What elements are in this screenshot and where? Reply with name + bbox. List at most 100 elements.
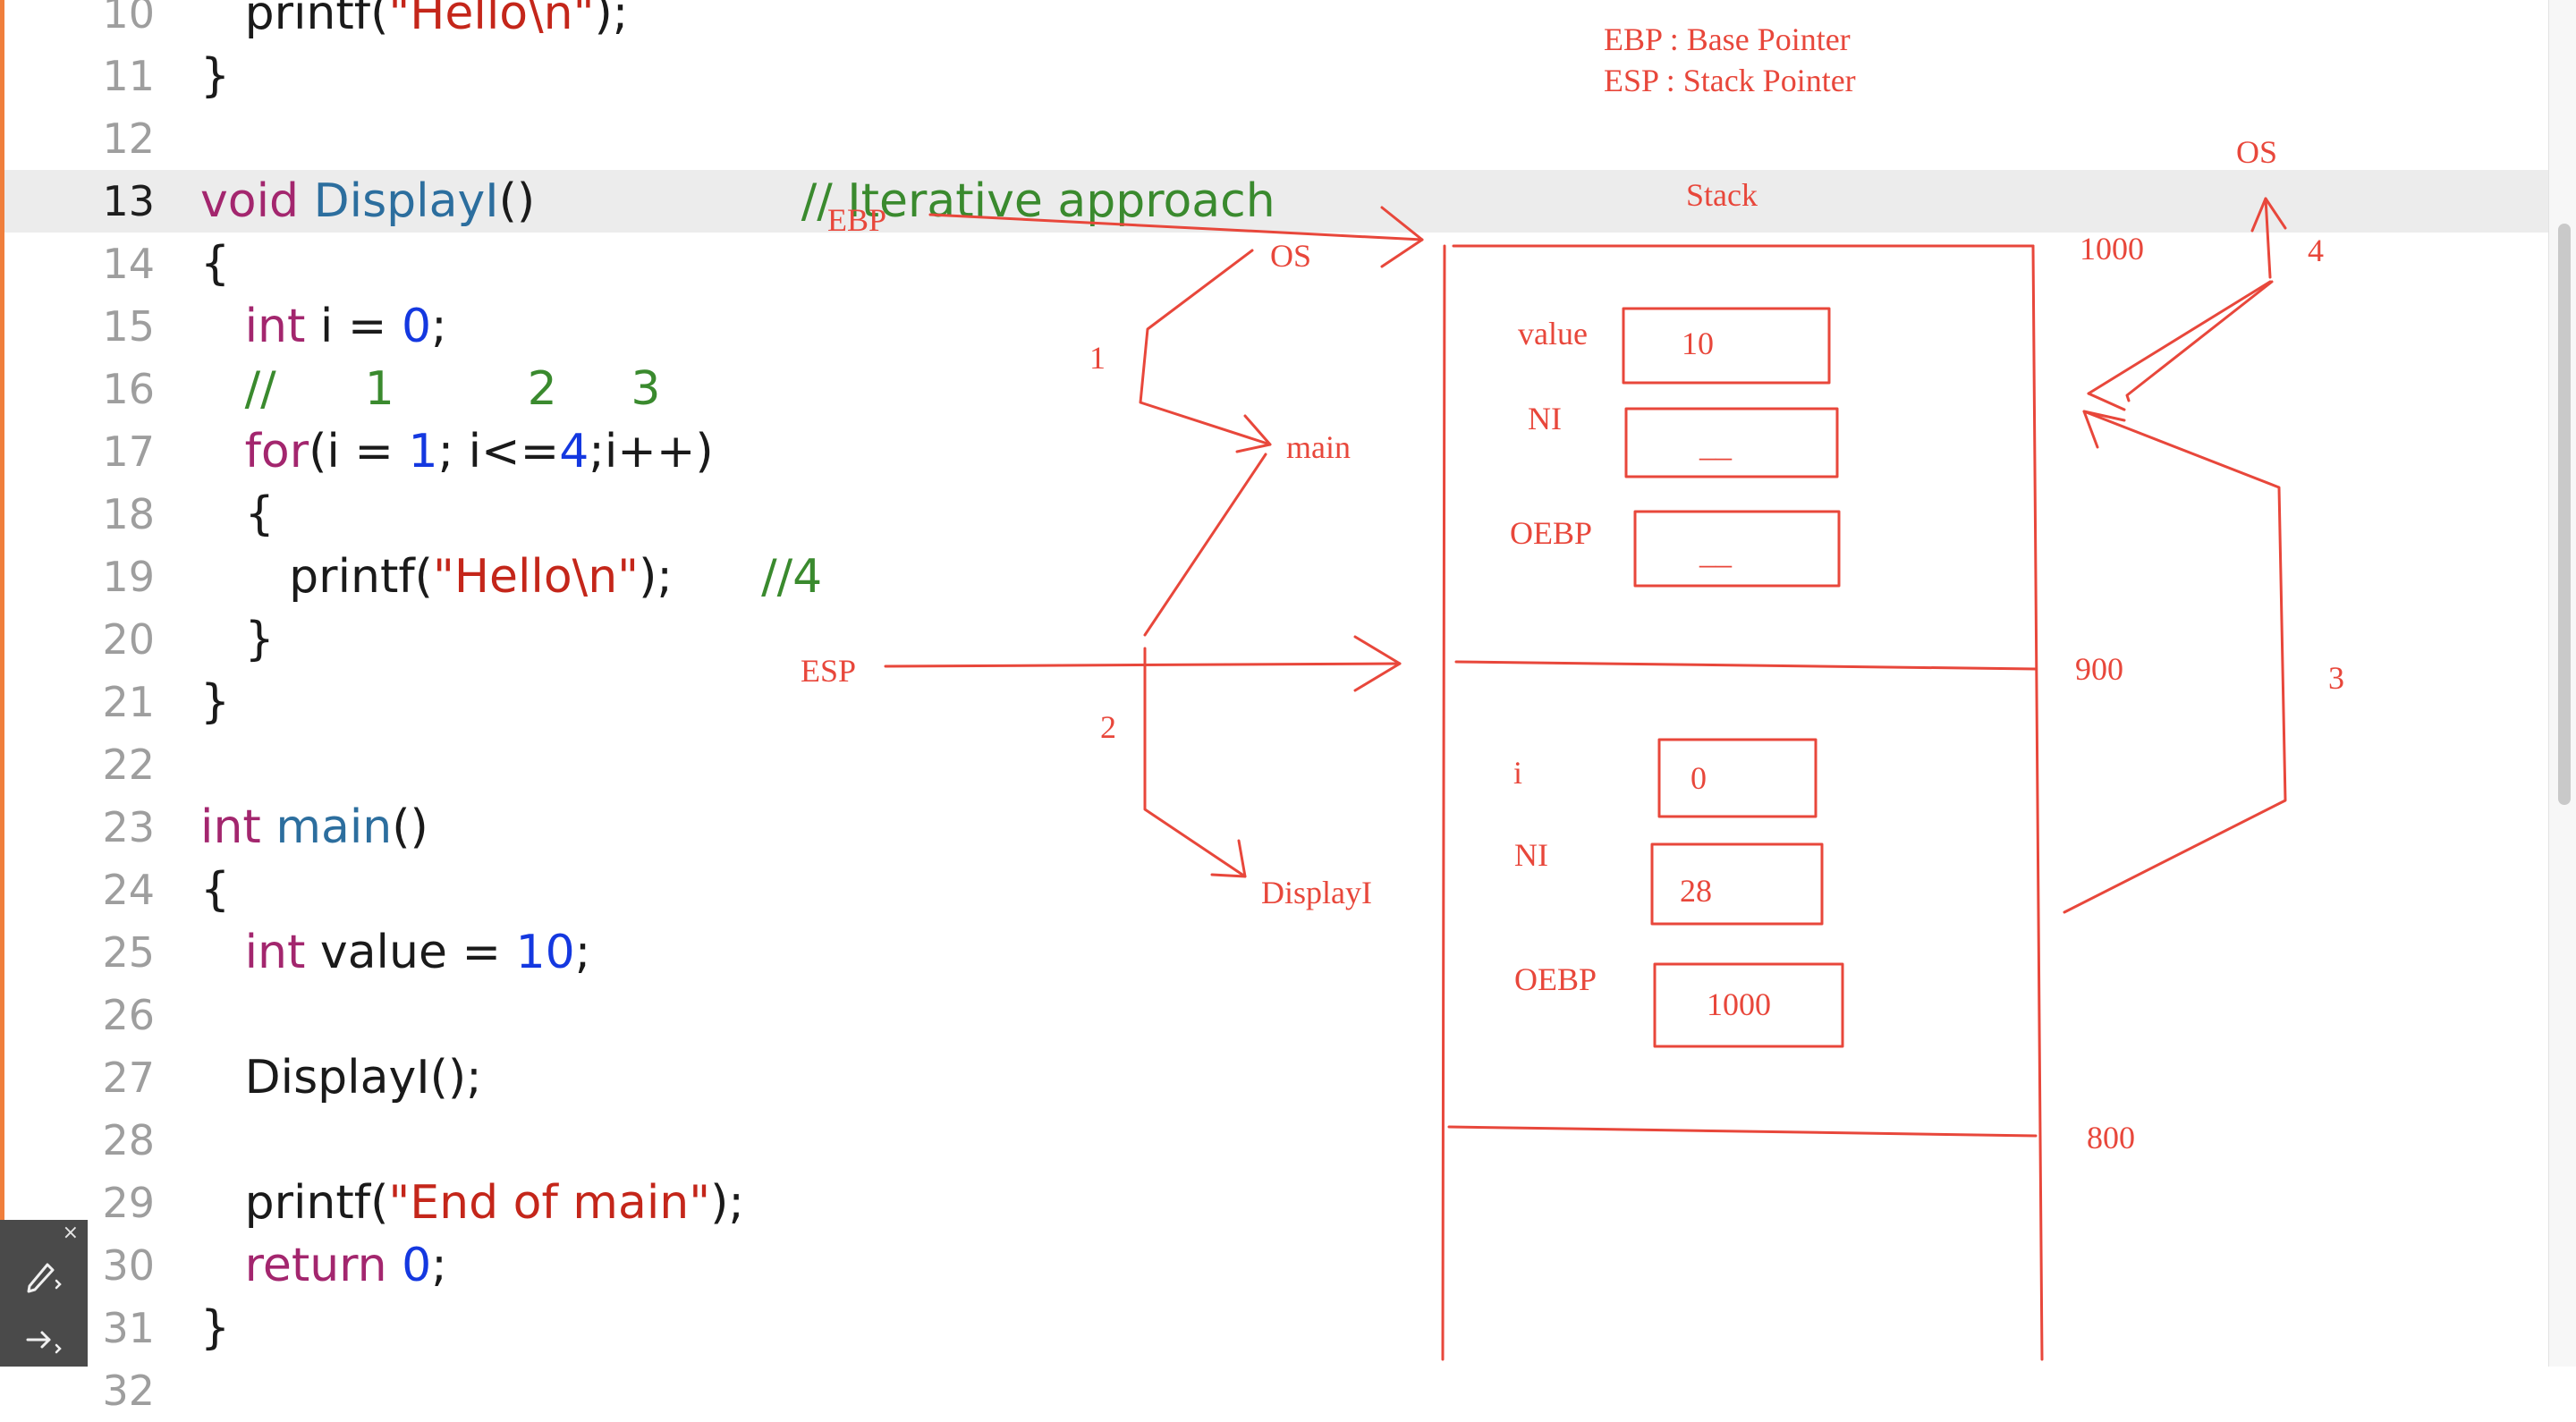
code-line[interactable]: 25 int value = 10;: [4, 921, 2549, 984]
code-line[interactable]: 12: [4, 107, 2549, 170]
arrow-right-icon[interactable]: [13, 1320, 75, 1374]
code-text[interactable]: int value = 10;: [200, 921, 591, 984]
code-token: int: [200, 800, 276, 854]
code-text[interactable]: {: [200, 233, 230, 295]
code-token: int: [244, 300, 306, 353]
line-number: 25: [102, 928, 155, 977]
code-text[interactable]: void DisplayI() // Iterative approach: [200, 170, 1275, 233]
code-line[interactable]: 11}: [4, 45, 2549, 107]
code-line[interactable]: 16 // 1 2 3: [4, 358, 2549, 420]
code-token: }: [200, 49, 231, 103]
code-line[interactable]: 31}: [4, 1297, 2549, 1359]
flow-main-label: main: [1286, 429, 1351, 465]
stack-title: Stack: [1686, 177, 1758, 213]
code-token: }: [200, 1301, 231, 1355]
code-token: "Hello\n": [388, 0, 595, 40]
code-line[interactable]: 20 }: [4, 608, 2549, 671]
line-number: 11: [102, 52, 155, 100]
displayi-oebp-label: OEBP: [1514, 961, 1597, 997]
flow-main-down: [1143, 453, 1267, 637]
code-token: ;: [574, 926, 591, 979]
stack-left-wall: [1441, 244, 1446, 1361]
code-text[interactable]: printf("Hello\n"); //4: [200, 546, 822, 608]
code-text[interactable]: return 0;: [200, 1234, 447, 1297]
annotation-layer: EBP : Base Pointer ESP : Stack Pointer S…: [801, 21, 2344, 1361]
ebp-arrow: [928, 213, 1424, 241]
code-line[interactable]: 30 return 0;: [4, 1234, 2549, 1297]
code-token: int: [244, 926, 306, 979]
code-line[interactable]: 26: [4, 984, 2549, 1046]
code-line[interactable]: 22: [4, 733, 2549, 796]
tool-panel-close-icon[interactable]: ×: [62, 1222, 79, 1244]
line-number: 26: [102, 991, 155, 1039]
code-text[interactable]: }: [200, 608, 275, 671]
code-token: 0: [402, 300, 432, 353]
code-line[interactable]: 19 printf("Hello\n"); //4: [4, 546, 2549, 608]
main-ni-label: NI: [1528, 401, 1562, 436]
code-token: "End of main": [388, 1176, 711, 1230]
code-text[interactable]: {: [200, 483, 275, 546]
line-number: 15: [102, 302, 155, 351]
code-token: ;i++): [589, 425, 714, 478]
code-line[interactable]: 14{: [4, 233, 2549, 295]
code-line[interactable]: 18 {: [4, 483, 2549, 546]
code-text[interactable]: int main(): [200, 796, 428, 859]
code-text[interactable]: }: [200, 45, 230, 107]
code-text[interactable]: // 1 2 3: [200, 358, 661, 420]
code-text[interactable]: for(i = 1; i<=4;i++): [200, 420, 714, 483]
code-token: for: [244, 425, 309, 478]
flow-to-displayi: [1143, 647, 1247, 878]
vertical-scrollbar[interactable]: [2548, 0, 2576, 1367]
code-token: ;: [431, 300, 447, 353]
code-text[interactable]: {: [200, 859, 230, 921]
code-line[interactable]: 17 for(i = 1; i<=4;i++): [4, 420, 2549, 483]
code-token: "Hello\n": [432, 550, 640, 604]
code-line[interactable]: 21}: [4, 671, 2549, 733]
code-line[interactable]: 32: [4, 1359, 2549, 1422]
code-token: ; i<=: [437, 425, 560, 478]
main-oebp-val: __: [1699, 535, 1733, 571]
code-text[interactable]: DisplayI();: [200, 1046, 482, 1109]
displayi-i-box: [1657, 738, 1818, 818]
code-token: );: [639, 550, 673, 604]
code-text[interactable]: }: [200, 671, 230, 733]
line-number: 29: [102, 1179, 155, 1227]
code-line[interactable]: 29 printf("End of main");: [4, 1172, 2549, 1234]
code-text[interactable]: printf("Hello\n");: [200, 0, 629, 45]
return-arrow-4: [2087, 280, 2272, 395]
esp-label: ESP: [801, 653, 856, 689]
code-text[interactable]: int i = 0;: [200, 295, 447, 358]
code-line[interactable]: 10 printf("Hello\n");: [4, 0, 2549, 45]
displayi-ni-val: 28: [1680, 873, 1712, 909]
return-arrow-4-tail: [2087, 392, 2126, 411]
line-number: 22: [102, 741, 155, 789]
line-number: 24: [102, 866, 155, 914]
code-token: printf(: [200, 1176, 389, 1230]
step-3-label: 3: [2328, 660, 2344, 696]
esp-arrow: [884, 662, 1402, 668]
code-token: 1: [408, 425, 438, 478]
addr-900: 900: [2075, 651, 2123, 687]
ebp-label: EBP: [827, 202, 886, 238]
main-value-box: [1622, 307, 1831, 385]
line-number: 10: [102, 0, 155, 38]
line-number: 18: [102, 490, 155, 538]
displayi-ni-label: NI: [1514, 837, 1548, 873]
code-text[interactable]: printf("End of main");: [200, 1172, 744, 1234]
main-value-val: 10: [1682, 326, 1714, 361]
code-line[interactable]: 27 DisplayI();: [4, 1046, 2549, 1109]
code-line[interactable]: 15 int i = 0;: [4, 295, 2549, 358]
displayi-oebp-val: 1000: [1707, 986, 1771, 1022]
step-1-label: 1: [1089, 340, 1106, 376]
code-line[interactable]: 28: [4, 1109, 2549, 1172]
code-line[interactable]: 24 {: [4, 859, 2549, 921]
scrollbar-thumb[interactable]: [2558, 224, 2571, 805]
pen-icon[interactable]: [13, 1256, 75, 1309]
stack-divider-800: [1447, 1125, 2038, 1138]
code-token: );: [594, 0, 629, 40]
code-text[interactable]: }: [200, 1297, 230, 1359]
code-token: (): [498, 174, 536, 228]
